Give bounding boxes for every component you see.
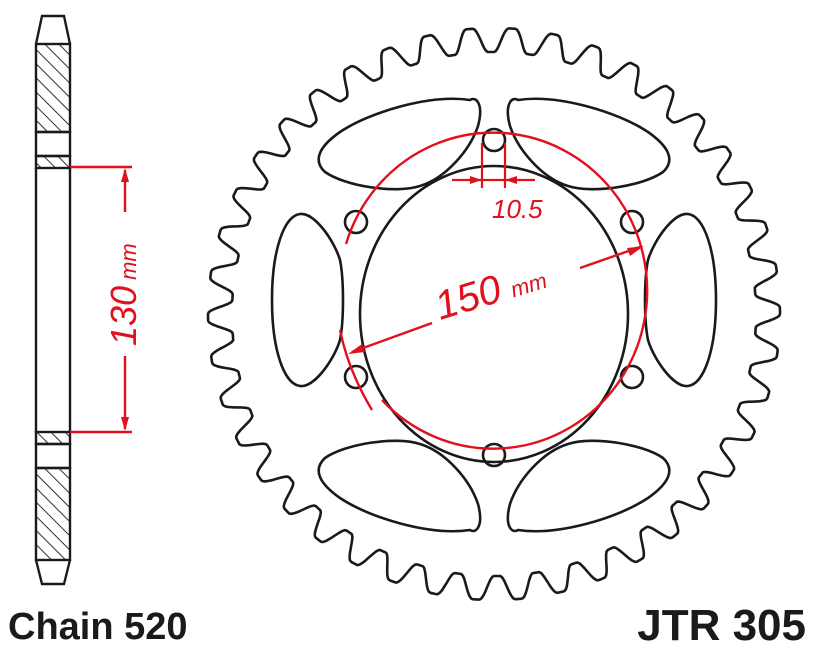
lightening-window	[270, 212, 345, 388]
lightening-window	[506, 439, 671, 533]
center-bore-circle	[358, 164, 630, 464]
bolt-hole	[619, 364, 645, 390]
bolt-hole-label: 10.5	[492, 194, 543, 224]
bolt-hole	[343, 209, 369, 235]
bolt-hole	[619, 209, 645, 235]
lightening-window	[643, 212, 718, 388]
bolt-hole	[481, 127, 507, 153]
bolt-hole-dimension	[452, 143, 535, 188]
sprocket-teeth-outline	[206, 27, 782, 601]
side-profile-view	[34, 14, 72, 586]
pcd-label: 150mm	[430, 253, 551, 328]
lightening-window	[506, 97, 671, 191]
lightening-window	[317, 97, 482, 191]
hub-width-label: 130mm	[103, 243, 144, 346]
lightening-window	[317, 439, 482, 533]
chain-size-caption: Chain 520	[8, 606, 188, 648]
pcd-dimension	[338, 131, 649, 450]
hub-width-dimension	[70, 165, 132, 434]
bolt-hole	[481, 442, 507, 468]
part-number-caption: JTR 305	[637, 601, 806, 650]
sprocket-front-view	[206, 27, 782, 601]
bolt-hole	[343, 364, 369, 390]
lightening-windows	[270, 97, 718, 533]
